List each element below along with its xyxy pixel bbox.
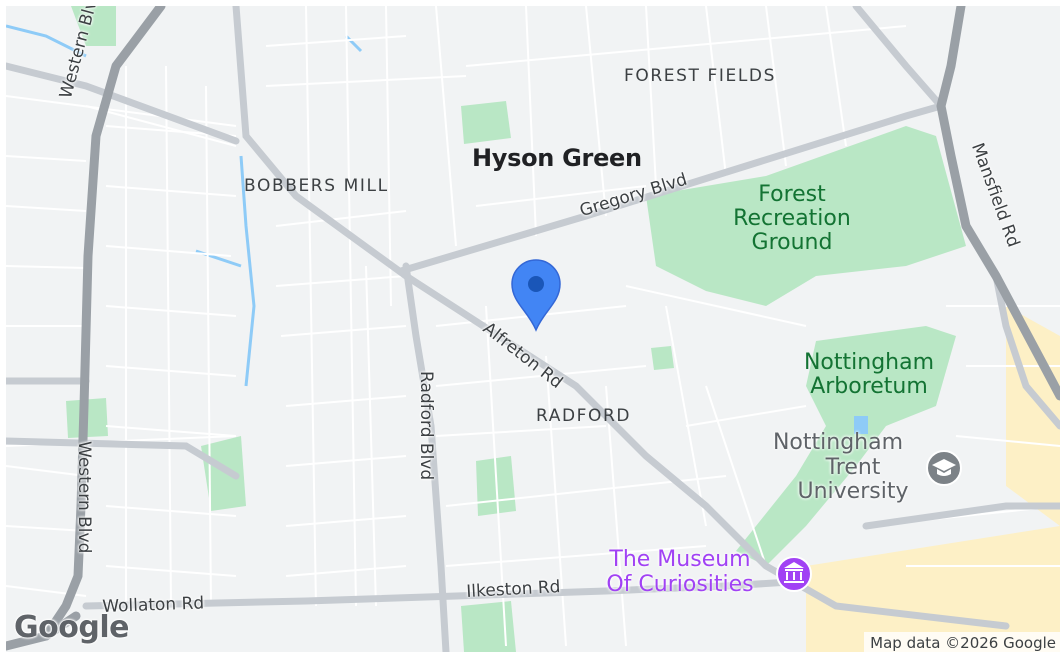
district-radford: RADFORD xyxy=(536,406,632,426)
poi-label-line: Nottingham xyxy=(772,430,904,455)
park-label-line: Nottingham xyxy=(803,350,935,375)
poi-label-line: University xyxy=(797,479,909,505)
map-view[interactable]: FOREST FIELDS BOBBERS MILL RADFORD Hyson… xyxy=(6,6,1060,652)
park-northwest xyxy=(71,6,116,46)
city-center-area xyxy=(806,526,1060,652)
park-label-nottingham-arboretum: Nottingham Arboretum xyxy=(794,350,944,400)
park-label-line: Forest xyxy=(758,182,826,207)
district-forest-fields: FOREST FIELDS xyxy=(624,66,776,86)
graduation-cap-icon[interactable] xyxy=(926,450,962,486)
poi-label-nottingham-trent-university[interactable]: Nottingham Trent University xyxy=(758,430,918,505)
park-small xyxy=(651,346,674,370)
forest-recreation-ground-park xyxy=(646,126,966,306)
major-roads xyxy=(6,6,1060,652)
minor-streets xyxy=(6,6,1060,647)
map-pin-icon[interactable] xyxy=(511,259,561,332)
road-label-western-blvd-south: Western Blvd xyxy=(74,441,94,554)
park-hyson-north xyxy=(461,101,511,144)
nottingham-arboretum-park xyxy=(736,326,956,566)
poi-label-line: The Museum xyxy=(609,547,751,572)
park-west xyxy=(201,436,246,511)
district-bobbers-mill: BOBBERS MILL xyxy=(244,176,389,196)
location-marker[interactable] xyxy=(511,259,561,332)
arterial-roads xyxy=(6,6,1060,651)
road-label-ilkeston-rd: Ilkeston Rd xyxy=(465,577,561,602)
poi-label-museum-of-curiosities[interactable]: The Museum Of Curiosities xyxy=(592,547,768,597)
museum-icon[interactable] xyxy=(776,556,812,592)
park-label-line: Arboretum xyxy=(810,374,928,400)
poi-label-line: Of Curiosities xyxy=(606,571,754,597)
map-canvas xyxy=(6,6,1060,652)
park-south xyxy=(461,601,516,652)
poi-label-line: Trent xyxy=(825,454,881,480)
map-attribution[interactable]: Map data ©2026 Google xyxy=(864,632,1060,652)
park-label-line: Recreation xyxy=(733,206,851,232)
park-label-forest-recreation-ground: Forest Recreation Ground xyxy=(724,182,860,256)
park-label-line: Ground xyxy=(751,230,833,256)
place-hyson-green: Hyson Green xyxy=(472,144,642,172)
road-label-radford-blvd: Radford Blvd xyxy=(416,371,436,481)
google-logo[interactable]: Google xyxy=(14,610,129,645)
arboretum-pond xyxy=(854,416,868,434)
map-pin-dot xyxy=(528,276,544,292)
